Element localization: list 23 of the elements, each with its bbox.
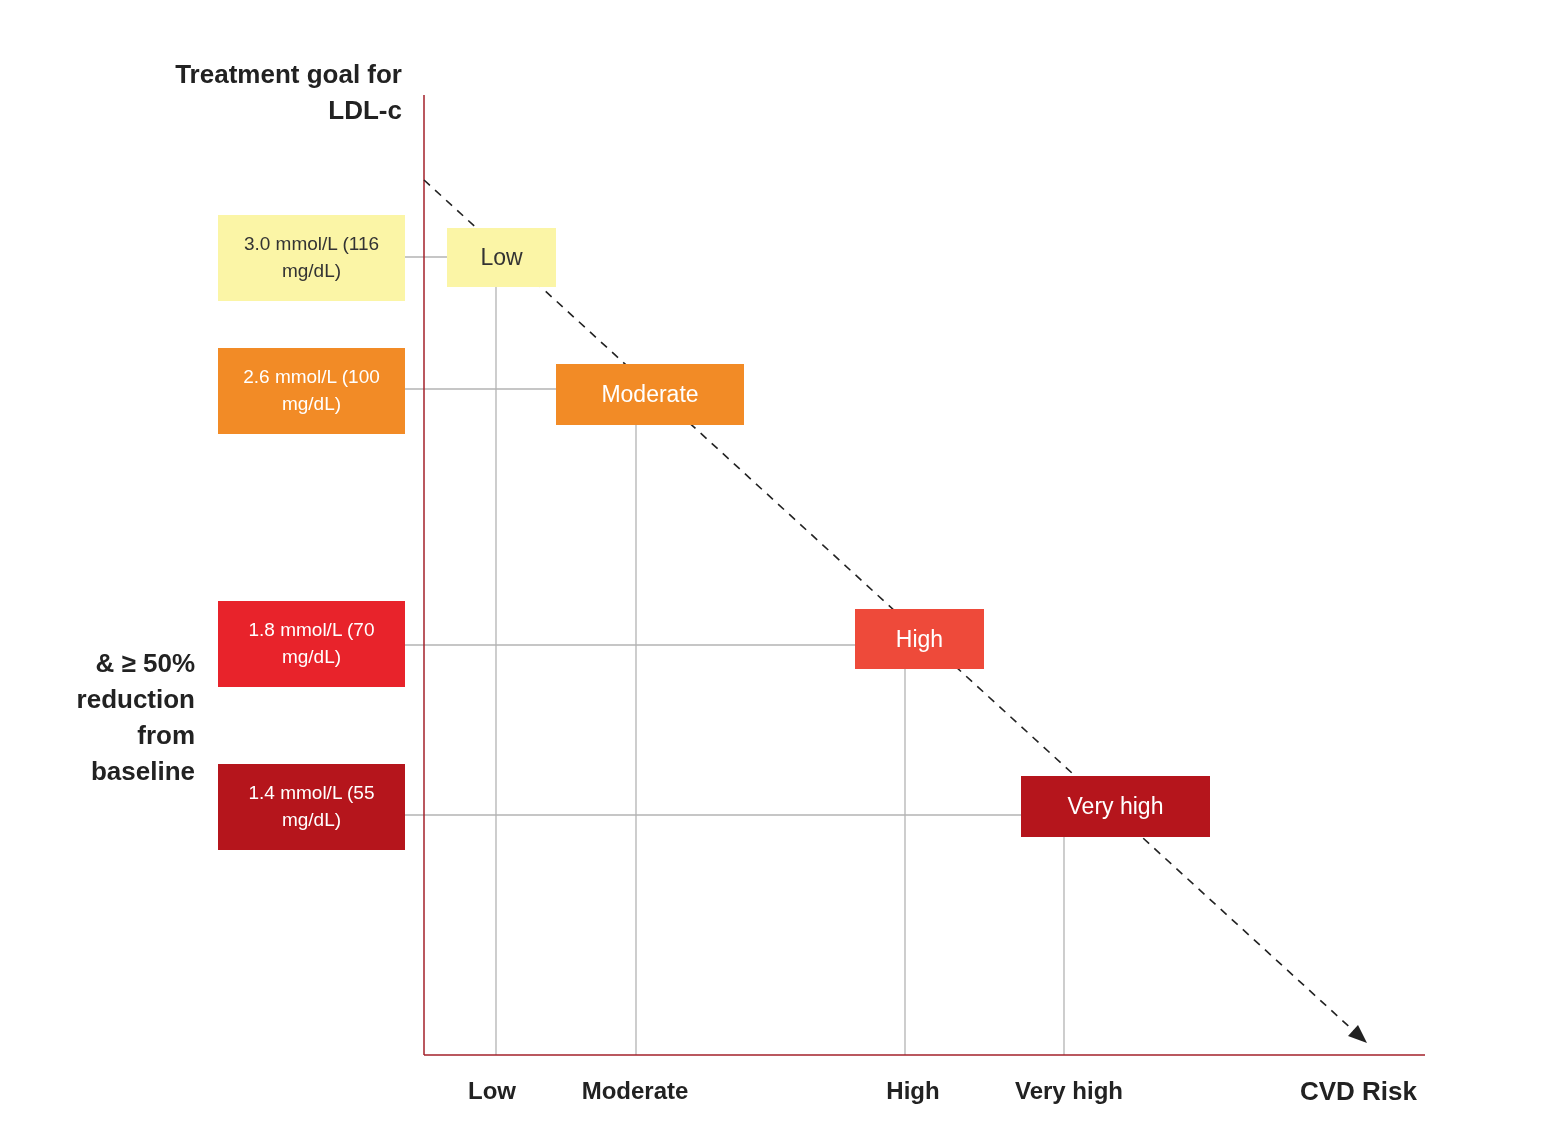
- axis-tick-label: Moderate: [580, 1076, 690, 1106]
- goal-box: 1.8 mmol/L (70 mg/dL): [218, 601, 405, 687]
- axis-title: Treatment goal for LDL-c: [174, 58, 402, 127]
- axis-tick-label: High: [885, 1076, 941, 1106]
- grid-line: [495, 286, 497, 1056]
- axis-title: CVD Risk: [1298, 1075, 1417, 1108]
- note-text: & ≥ 50% reduction from baseline: [75, 647, 195, 788]
- grid-line: [404, 814, 1022, 816]
- risk-box: Moderate: [556, 364, 744, 425]
- goal-box: 2.6 mmol/L (100 mg/dL): [218, 348, 405, 434]
- grid-line: [404, 388, 557, 390]
- grid-line: [1063, 836, 1065, 1056]
- goal-box: 1.4 mmol/L (55 mg/dL): [218, 764, 405, 850]
- grid-line: [404, 644, 856, 646]
- risk-box: Low: [447, 228, 556, 287]
- goal-box: 3.0 mmol/L (116 mg/dL): [218, 215, 405, 301]
- grid-line: [404, 256, 448, 258]
- axis-tick-label: Low: [467, 1076, 517, 1106]
- axis-tick-label: Very high: [1013, 1076, 1124, 1106]
- risk-box: Very high: [1021, 776, 1210, 837]
- grid-line: [904, 668, 906, 1056]
- grid-line: [635, 424, 637, 1056]
- risk-box: High: [855, 609, 984, 669]
